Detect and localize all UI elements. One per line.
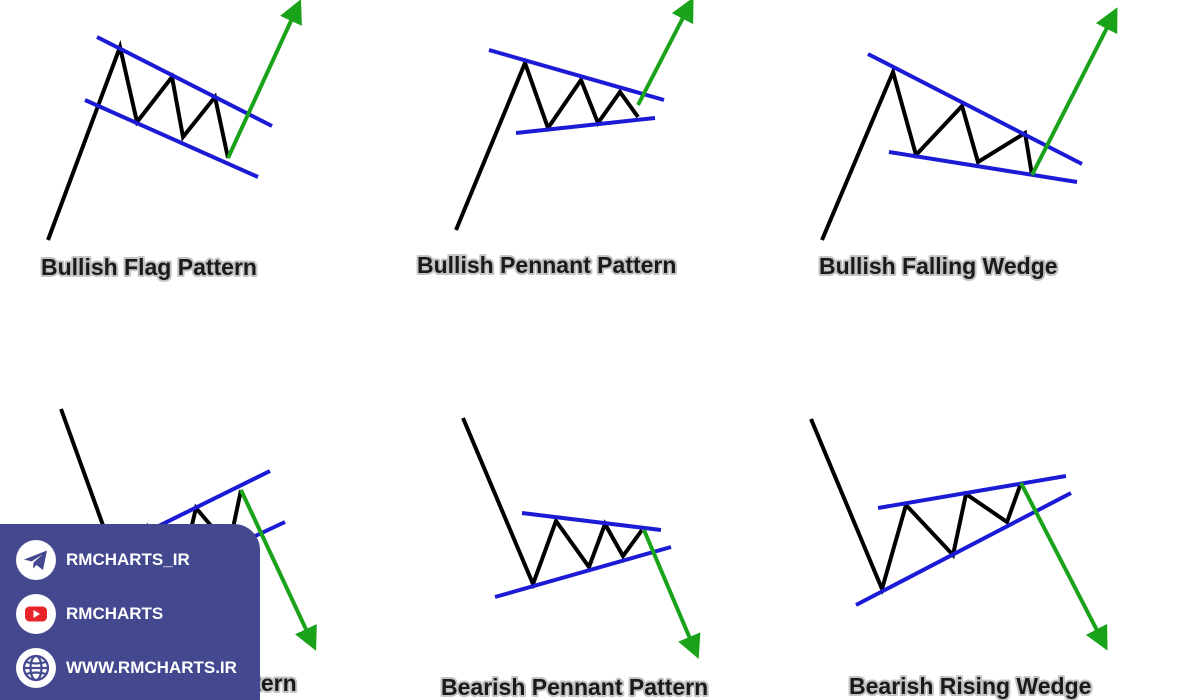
telegram-link[interactable]: RMCHARTS_IR — [16, 540, 190, 580]
telegram-handle: RMCHARTS_IR — [66, 550, 190, 569]
breakout-arrow — [239, 489, 317, 651]
bullish-pennant-diagram: Bullish Pennant Pattern — [415, 0, 694, 280]
youtube-channel: RMCHARTS — [66, 604, 164, 623]
breakout-arrow — [642, 529, 701, 660]
lower-trendline — [84, 98, 259, 179]
upper-trendline — [96, 35, 273, 128]
price-path — [46, 40, 230, 241]
telegram-icon — [16, 540, 56, 580]
youtube-icon — [16, 594, 56, 634]
price-path — [809, 418, 1023, 596]
upper-trendline — [877, 474, 1067, 510]
pattern-label: Bearish Rising Wedge — [849, 673, 1091, 699]
bullish-flag-diagram: Bullish Flag Pattern — [39, 0, 302, 282]
website-link[interactable]: WWW.RMCHARTS.IR — [16, 648, 237, 688]
pattern-label: Bullish Flag Pattern — [41, 254, 257, 280]
pattern-label: Bullish Pennant Pattern — [417, 252, 676, 278]
upper-trendline — [488, 48, 665, 102]
lower-trendline — [515, 116, 656, 135]
price-path — [820, 65, 1034, 241]
pattern-label: Bullish Falling Wedge — [819, 253, 1058, 279]
price-path — [461, 417, 644, 590]
globe-icon — [16, 648, 56, 688]
website-url: WWW.RMCHARTS.IR — [66, 658, 237, 677]
breakout-arrow — [226, 0, 302, 159]
bearish-pennant-diagram: Bearish Pennant Pattern — [439, 417, 710, 700]
breakout-arrow — [636, 0, 694, 106]
bearish-rising-wedge-diagram: Bearish Rising Wedge — [809, 418, 1108, 700]
upper-trendline — [521, 511, 662, 532]
youtube-link[interactable]: RMCHARTS — [16, 594, 163, 634]
lower-trendline — [888, 150, 1078, 184]
price-path — [454, 57, 640, 231]
breakout-arrow — [1030, 7, 1118, 176]
lower-trendline — [494, 545, 672, 599]
pattern-label: Bearish Pennant Pattern — [441, 674, 708, 700]
social-links-panel: RMCHARTS_IR RMCHARTS WWW.RMCHARTS.IR — [0, 524, 260, 700]
bullish-falling-wedge-diagram: Bullish Falling Wedge — [817, 7, 1118, 281]
breakout-arrow — [1019, 482, 1108, 651]
